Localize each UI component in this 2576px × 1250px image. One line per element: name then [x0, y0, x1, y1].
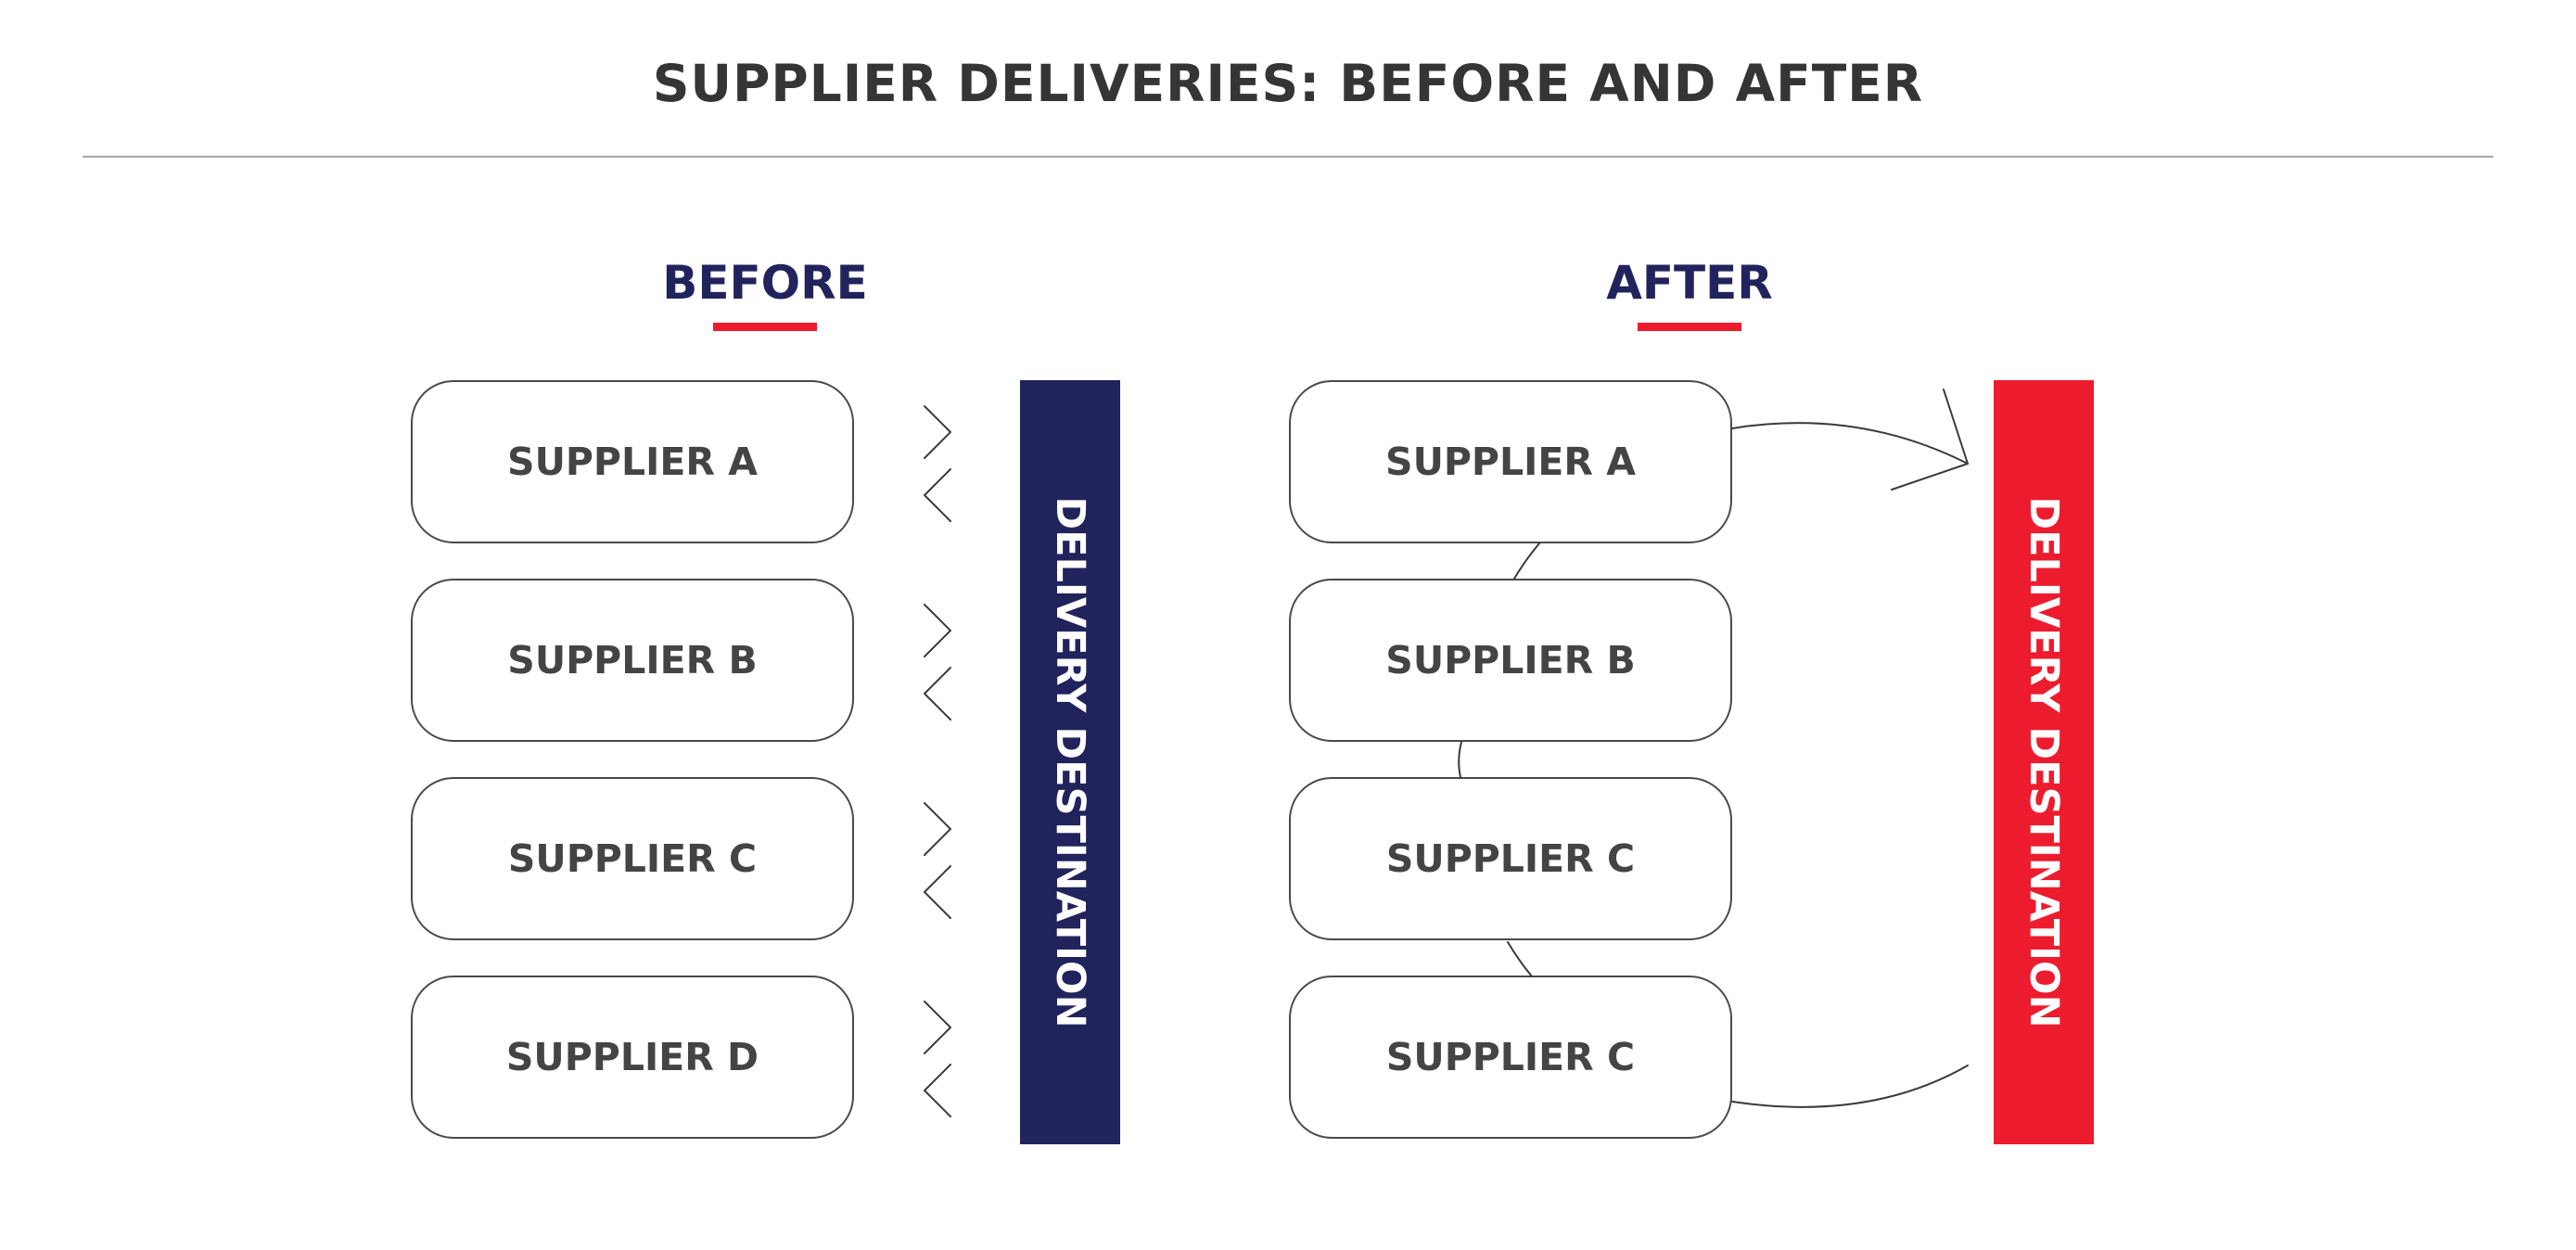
after-supplier-a-label: SUPPLIER A [1385, 440, 1636, 484]
after-supplier-c-box: SUPPLIER C [1289, 777, 1732, 940]
before-supplier-d-label: SUPPLIER D [505, 1035, 759, 1079]
after-route-a-to-destination [1731, 422, 1969, 465]
after-heading: AFTER [1606, 256, 1773, 310]
before-supplier-d-inbound-chevron [924, 1064, 951, 1117]
after-supplier-b-label: SUPPLIER B [1385, 638, 1636, 682]
before-supplier-c-inbound-chevron [924, 865, 951, 919]
after-underline [1638, 323, 1741, 331]
after-supplier-c2-label: SUPPLIER C [1385, 1035, 1636, 1079]
before-destination-label: DELIVERY DESTINATION [1047, 496, 1093, 1028]
before-supplier-b-inbound-chevron [924, 667, 951, 721]
before-supplier-a-label: SUPPLIER A [507, 440, 758, 484]
before-supplier-c-outbound-chevron [924, 802, 951, 856]
before-supplier-b-outbound-chevron [924, 604, 951, 657]
after-destination-bar: DELIVERY DESTINATION [1994, 380, 2094, 1144]
before-supplier-a-box: SUPPLIER A [411, 380, 854, 543]
after-supplier-c-label: SUPPLIER C [1385, 836, 1636, 881]
before-underline [713, 323, 817, 331]
before-supplier-c-box: SUPPLIER C [411, 777, 854, 940]
before-supplier-d-box: SUPPLIER D [411, 976, 854, 1139]
before-destination-bar: DELIVERY DESTINATION [1020, 380, 1120, 1144]
after-supplier-b-box: SUPPLIER B [1289, 579, 1732, 742]
after-supplier-c2-box: SUPPLIER C [1289, 976, 1732, 1139]
before-supplier-b-label: SUPPLIER B [507, 638, 758, 682]
after-supplier-a-box: SUPPLIER A [1289, 380, 1732, 543]
before-supplier-d-outbound-chevron [924, 1001, 951, 1054]
after-route-d-to-c [1507, 941, 1533, 977]
after-route-destination-return [1731, 1065, 1969, 1108]
before-supplier-a-outbound-chevron [924, 405, 951, 459]
page-title: SUPPLIER DELIVERIES: BEFORE AND AFTER [652, 54, 1924, 113]
before-supplier-a-inbound-chevron [924, 468, 951, 522]
title-divider [83, 156, 2493, 158]
before-supplier-b-box: SUPPLIER B [411, 579, 854, 742]
before-supplier-c-label: SUPPLIER C [507, 836, 758, 881]
after-destination-label: DELIVERY DESTINATION [2021, 496, 2067, 1028]
before-heading: BEFORE [662, 256, 868, 310]
after-route-arrowhead [1891, 389, 1969, 491]
after-route-c-to-b [1458, 741, 1462, 778]
after-route-b-to-a [1513, 542, 1540, 580]
